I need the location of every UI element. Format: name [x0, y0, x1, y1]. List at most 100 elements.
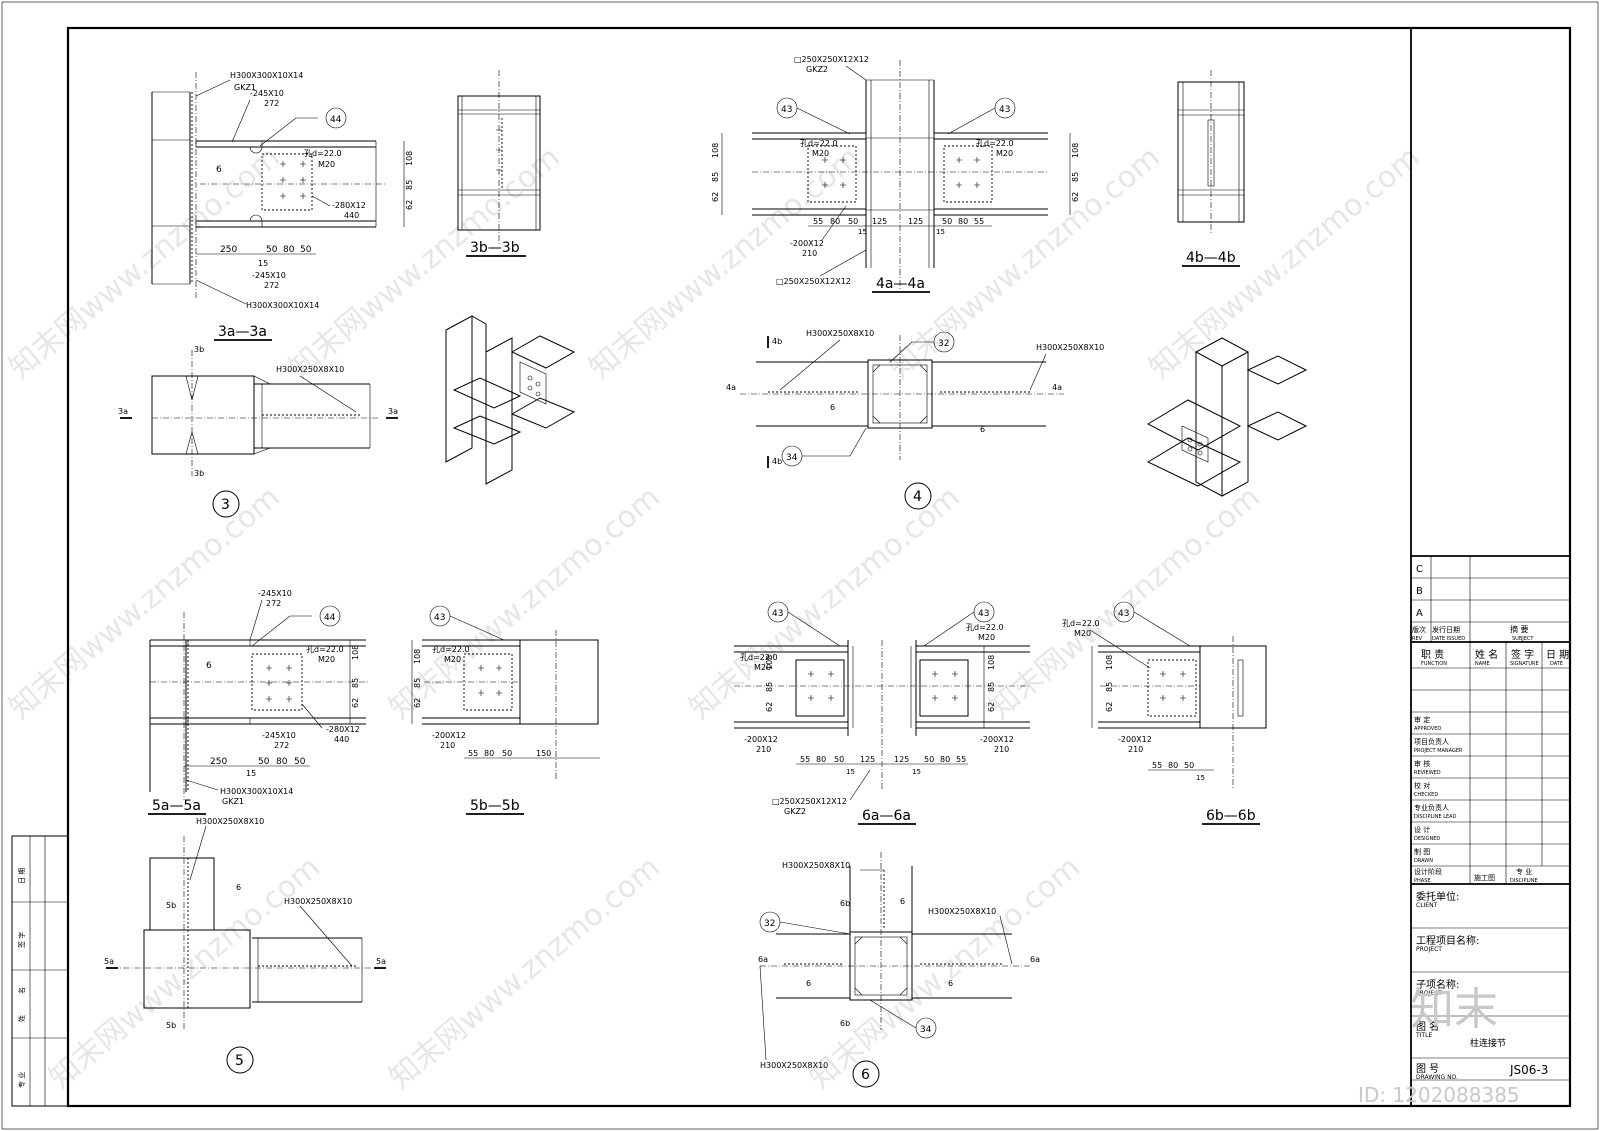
svg-text:108: 108: [1071, 143, 1080, 158]
svg-text:3b: 3b: [194, 345, 204, 354]
inner-border: [66, 26, 1572, 1108]
svg-text:125: 125: [908, 217, 923, 226]
svg-text:-245X10: -245X10: [262, 731, 296, 740]
svg-text:150: 150: [536, 749, 551, 758]
project-manager-label: 项目负责人: [1414, 737, 1449, 746]
svg-text:15: 15: [246, 769, 256, 778]
detail-4-section-4b: 4b—4b: [1177, 70, 1245, 267]
rev-col-label: 版次: [1412, 625, 1426, 634]
svg-text:85: 85: [405, 180, 414, 190]
svg-text:-200X12: -200X12: [790, 239, 824, 248]
revision-row-c: C: [1416, 564, 1423, 575]
drawing-title: 柱连接节: [1470, 1037, 1506, 1049]
phase-value: 施工图: [1474, 873, 1495, 882]
project-name-label: 工程项目名称:: [1416, 934, 1479, 947]
section-label-4b-4b: 4b—4b: [1186, 250, 1236, 266]
svg-text:5b: 5b: [166, 901, 176, 910]
svg-text:孔d=22.0: 孔d=22.0: [740, 653, 778, 662]
client-label: 委托单位:: [1416, 890, 1459, 903]
svg-text:55: 55: [956, 755, 966, 764]
weld-symbol-32: 32: [764, 919, 775, 929]
detail-6-section-6a: 108 85 62 108 85 62 43 43 孔d=22.0 M20 孔d…: [734, 601, 1030, 825]
svg-text:-245X10: -245X10: [252, 271, 286, 280]
svg-text:108: 108: [711, 143, 720, 158]
svg-text:3b: 3b: [194, 469, 204, 478]
svg-text:-245X10: -245X10: [258, 589, 292, 598]
svg-text:80: 80: [283, 245, 295, 255]
svg-text:DESIGNED: DESIGNED: [1414, 836, 1440, 842]
weld-symbol-34: 34: [920, 1025, 932, 1035]
svg-text:DATE: DATE: [1550, 661, 1563, 667]
beam-label: H300X250X8X10: [276, 365, 344, 374]
svg-text:5a: 5a: [376, 957, 386, 966]
watermark-text: 知末网www.znzmo.com: [43, 850, 327, 1096]
svg-text:85: 85: [711, 172, 720, 182]
svg-text:M20: M20: [812, 149, 829, 158]
svg-text:108: 108: [1105, 655, 1114, 670]
section-label-3a-3a: 3a—3a: [218, 324, 267, 340]
weld-symbol-43: 43: [434, 613, 445, 623]
drawn-label: 制 图: [1414, 847, 1430, 856]
svg-text:DATE ISSUED: DATE ISSUED: [1432, 636, 1465, 642]
approved-label: 审 定: [1414, 715, 1430, 724]
bolt-label: M20: [318, 160, 335, 169]
detail-3-section-3b: 3b—3b: [457, 70, 541, 257]
svg-text:62: 62: [1105, 702, 1114, 712]
svg-text:PROJECT: PROJECT: [1416, 946, 1442, 953]
strip-signature-label: 签 字: [17, 932, 26, 948]
column-section-top: H300X300X10X14: [230, 71, 303, 80]
svg-text:4b: 4b: [772, 337, 782, 346]
svg-text:PROJECT MANAGER: PROJECT MANAGER: [1414, 748, 1463, 754]
svg-text:210: 210: [440, 741, 455, 750]
svg-text:H300X250X8X10: H300X250X8X10: [284, 897, 352, 906]
svg-text:APPROVED: APPROVED: [1414, 726, 1441, 732]
svg-text:80: 80: [484, 749, 494, 758]
svg-text:55: 55: [800, 755, 810, 764]
strip-name-label-b: 姓: [17, 1015, 26, 1022]
svg-text:M20: M20: [1074, 629, 1091, 638]
svg-text:6: 6: [216, 165, 222, 175]
weld-symbol-44: 44: [324, 613, 336, 623]
svg-text:85: 85: [1105, 682, 1114, 692]
watermark-text: 知末网www.znzmo.com: [803, 850, 1087, 1096]
section-label-3b-3b: 3b—3b: [470, 240, 520, 256]
detail-4-isometric: [1146, 337, 1308, 497]
svg-text:GKZ1: GKZ1: [222, 797, 244, 806]
weld-symbol-43: 43: [1118, 609, 1129, 619]
detail-5-section-5a: 108 85 62 250 15 50 80 50 -245X10 272 44…: [148, 589, 370, 815]
svg-text:272: 272: [264, 281, 279, 290]
svg-text:55: 55: [468, 749, 478, 758]
svg-text:6a: 6a: [758, 955, 768, 964]
subject-label: 摘 要: [1510, 624, 1529, 634]
svg-text:80: 80: [816, 755, 826, 764]
weld-symbol-44: 44: [330, 115, 342, 125]
svg-text:55: 55: [974, 217, 984, 226]
svg-text:50: 50: [258, 757, 270, 767]
weld-symbol-43: 43: [772, 609, 783, 619]
svg-text:M20: M20: [444, 655, 461, 664]
left-signature-strip: 日 期 签 字 名 姓 专 业: [11, 835, 69, 1107]
discipline-label: 专 业: [1516, 867, 1532, 876]
box-column-bottom: □250X250X12X12: [776, 277, 851, 286]
revision-row-a: A: [1416, 608, 1423, 619]
svg-text:210: 210: [802, 249, 817, 258]
watermark-text: 知末网www.znzmo.com: [283, 140, 567, 386]
bolt-hole-label: 孔d=22.0: [304, 149, 342, 158]
svg-text:5b: 5b: [166, 1021, 176, 1030]
svg-text:-245X10: -245X10: [250, 89, 284, 98]
svg-text:108: 108: [987, 655, 996, 670]
svg-text:125: 125: [860, 755, 875, 764]
svg-text:50: 50: [834, 755, 844, 764]
watermark-text: 知末网www.znzmo.com: [3, 480, 287, 726]
detail-5-plan: 5a 5a 5b 5b H300X250X8X10 H300X250X8X10 …: [104, 817, 386, 1074]
discipline-lead-label: 专业负责人: [1414, 803, 1449, 812]
section-label-5a-5a: 5a—5a: [152, 798, 201, 814]
svg-text:H300X250X8X10: H300X250X8X10: [760, 1061, 828, 1070]
watermark-text: 知末网www.znzmo.com: [983, 480, 1267, 726]
strip-date-label: 日 期: [18, 868, 26, 884]
detail-5-section-5b: 108 85 62 43 孔d=22.0 M20 -200X12 210 55 …: [411, 605, 600, 815]
svg-text:250: 250: [210, 757, 227, 767]
svg-text:GKZ2: GKZ2: [784, 807, 806, 816]
